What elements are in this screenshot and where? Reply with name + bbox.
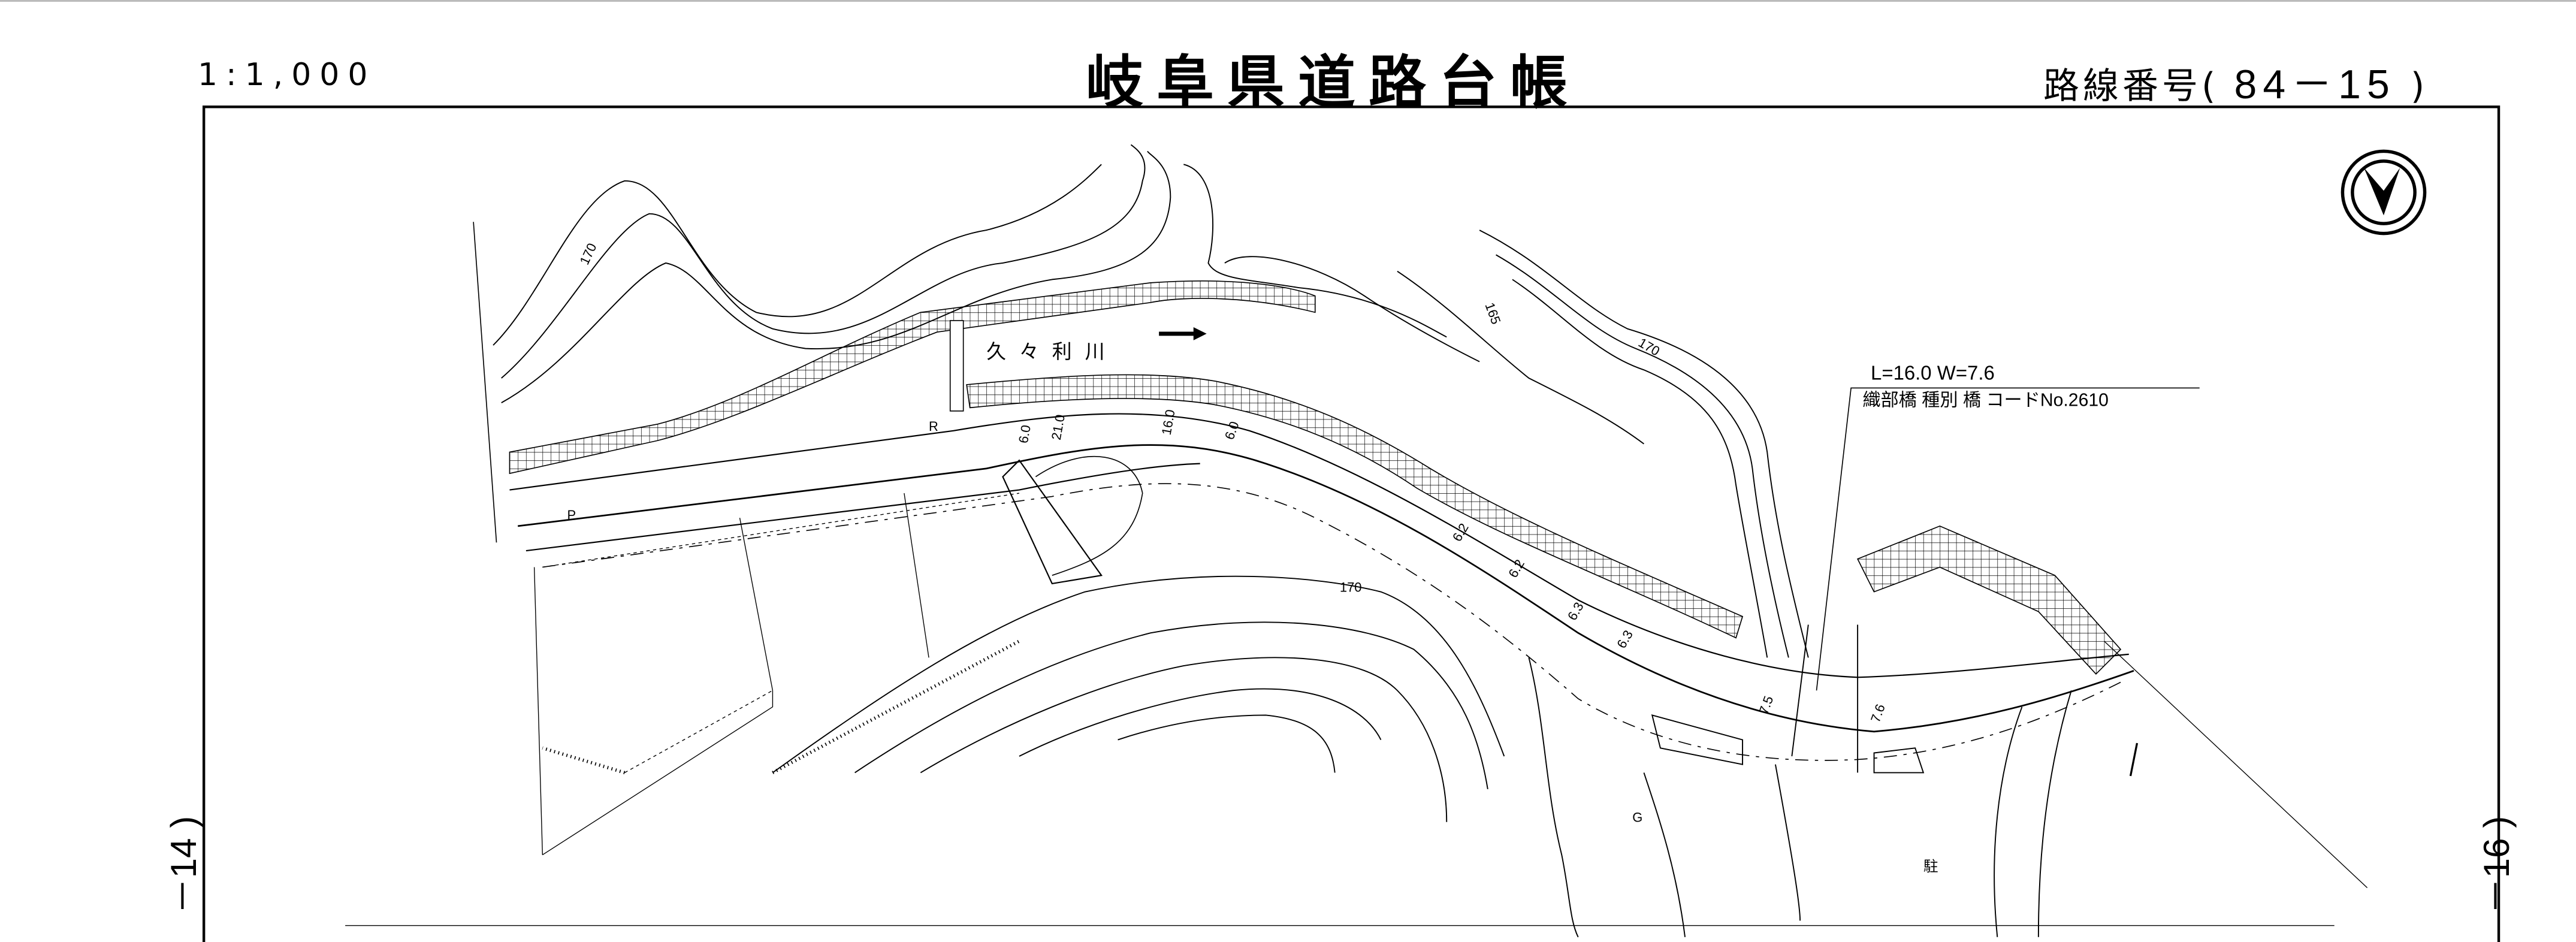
road-width-label: 16.0: [1159, 408, 1178, 436]
river-name: 久々利川: [986, 340, 1118, 363]
road-width-label: 7.6: [1868, 702, 1888, 724]
road-width-label: 6.2: [1449, 521, 1472, 544]
top-rule: [0, 0, 2576, 2]
slope-hatching: [542, 639, 1020, 775]
road-edge-label: R: [929, 419, 938, 434]
route-number: 路線番号( 84－15 ): [2043, 51, 2428, 110]
route-number-value: 84－15: [2234, 62, 2396, 107]
contour-label: 165: [1482, 301, 1503, 327]
road-width-label: 6.2: [1505, 557, 1527, 580]
road-edge-label: P: [567, 508, 576, 523]
field-parcels: [533, 493, 1020, 856]
road-width-label: 6.0: [1222, 419, 1242, 442]
page-title: 岐阜県道路台帳: [1086, 49, 1581, 116]
road-width-label: 6.0: [1016, 424, 1034, 444]
road-width-label: 6.3: [1614, 627, 1636, 651]
road-width-label: 7.5: [1756, 694, 1776, 716]
route-label: 路線番号(: [2043, 65, 2219, 107]
contour-label: 170: [576, 241, 599, 267]
guardrail-label: G: [1632, 810, 1642, 825]
map-boundary-line: [473, 222, 497, 543]
river-embankment: [509, 280, 2122, 675]
bridge-leader-line: [1816, 387, 2200, 691]
contour-label: 170: [1636, 335, 1662, 359]
map-scale: 1:1,000: [198, 57, 376, 93]
north-arrow-icon: [2341, 149, 2427, 236]
contour-label: 170: [1340, 580, 1362, 595]
bridge-dimensions: L=16.0 W=7.6: [1871, 362, 1995, 384]
bridge-info: 織部橋 種別 橋 コードNo.2610: [1862, 390, 2109, 410]
contour-lines-lower: [772, 575, 2072, 938]
direction-arrow: [2129, 742, 2139, 777]
parking-label: 駐: [1923, 858, 1938, 875]
map-frame: [202, 105, 2500, 942]
route-close: ): [2410, 65, 2429, 107]
road-lines: [509, 413, 2134, 921]
